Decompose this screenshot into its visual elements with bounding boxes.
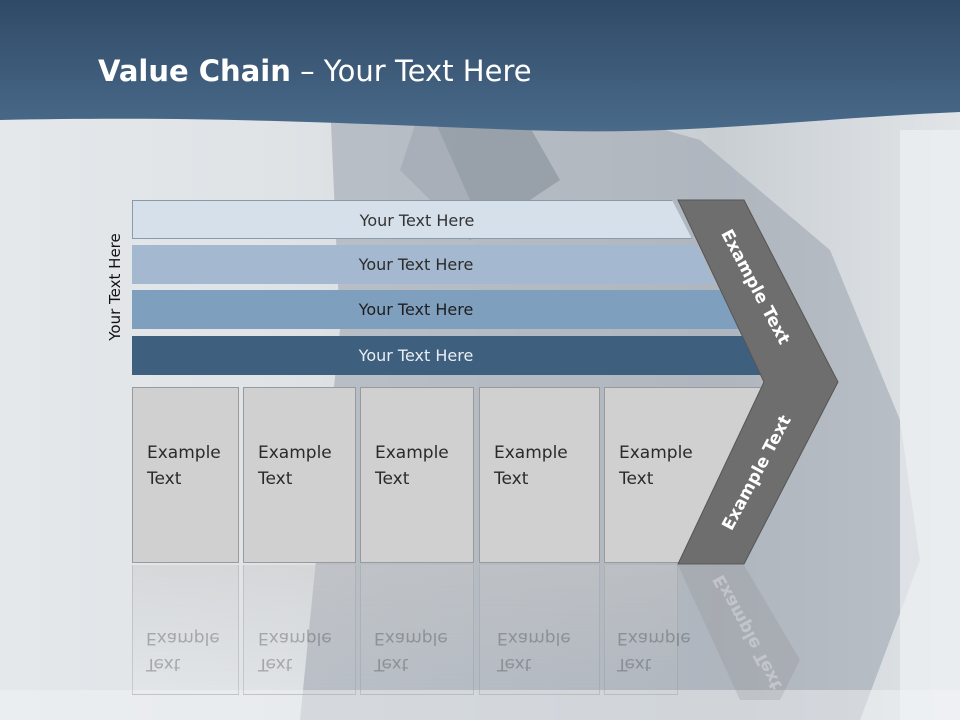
box-reflection — [132, 565, 239, 695]
header-banner — [0, 0, 960, 132]
activity-line2: Text — [375, 469, 410, 489]
activity-line2: Text — [147, 469, 182, 489]
chevron-reflection — [678, 565, 800, 700]
activity-line2: Text — [494, 469, 529, 489]
activity-line1: Example — [258, 443, 332, 463]
activity-line2: Text — [258, 469, 293, 489]
page-title: Value Chain – Your Text Here — [98, 54, 532, 88]
box-reflection — [360, 565, 474, 695]
box-reflection — [243, 565, 356, 695]
title-bold: Value Chain — [98, 54, 291, 88]
activity-box-4: Example Text — [479, 387, 600, 563]
box-reflection — [479, 565, 600, 695]
support-band-4: Your Text Here — [132, 336, 764, 375]
activity-line1: Example — [619, 443, 693, 463]
band-label: Your Text Here — [359, 211, 475, 230]
activity-line1: Example — [494, 443, 568, 463]
support-band-2: Your Text Here — [132, 245, 716, 284]
activity-line1: Example — [147, 443, 221, 463]
activity-box-3: Example Text — [360, 387, 474, 563]
activity-box-2: Example Text — [243, 387, 356, 563]
activity-line1: Example — [375, 443, 449, 463]
box-reflection — [604, 565, 678, 695]
title-rest: – Your Text Here — [290, 54, 532, 88]
support-band-1: Your Text Here — [132, 200, 692, 239]
chevron-shape — [677, 199, 839, 565]
activity-box-1: Example Text — [132, 387, 239, 563]
band-label: Your Text Here — [358, 255, 474, 274]
activity-line2: Text — [619, 469, 654, 489]
band-label: Your Text Here — [358, 300, 474, 319]
band-label: Your Text Here — [358, 346, 474, 365]
support-band-3: Your Text Here — [132, 290, 740, 329]
